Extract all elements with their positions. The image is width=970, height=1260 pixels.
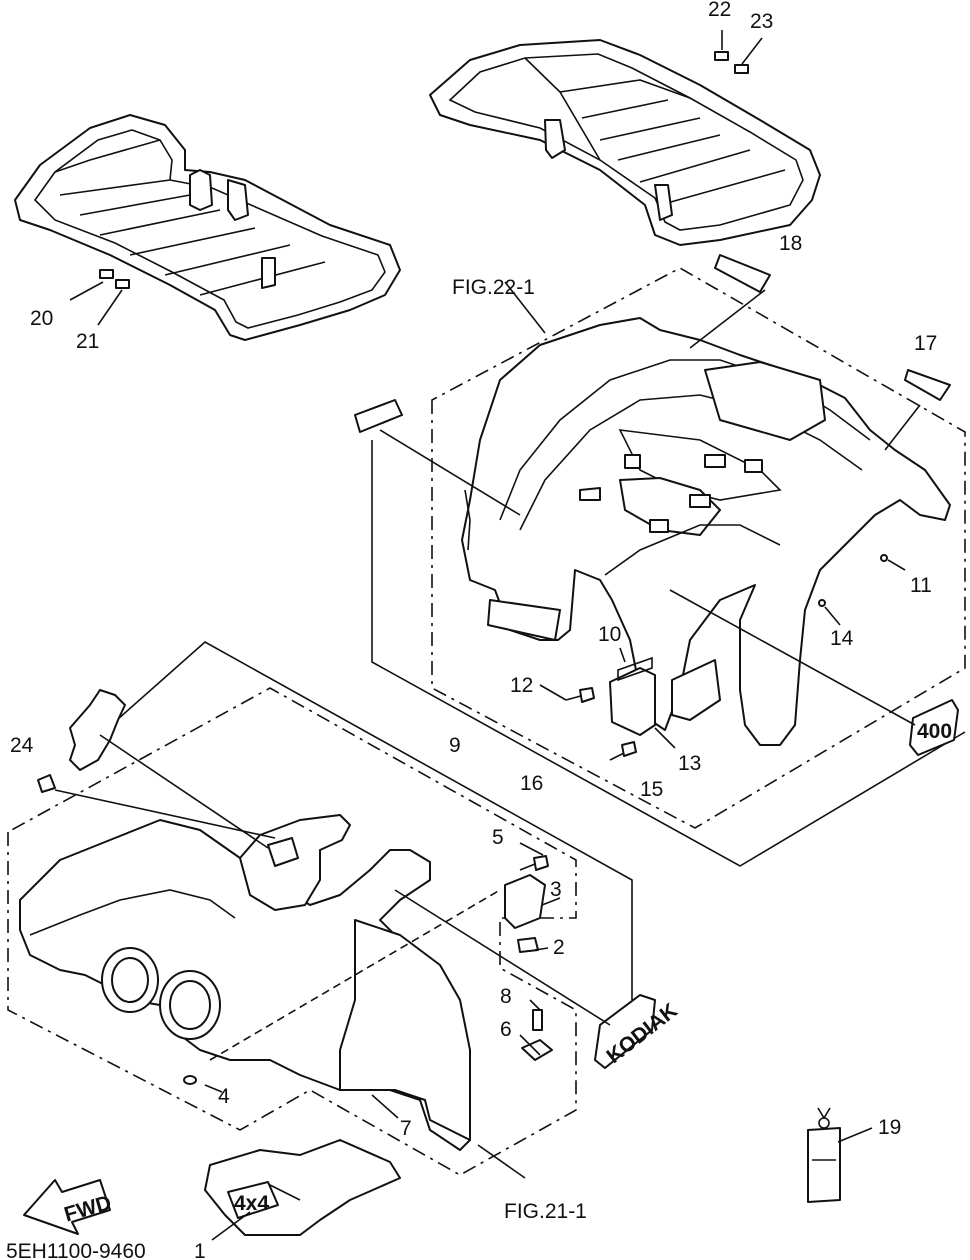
- callout-3: 3: [550, 878, 562, 901]
- callout-17: 17: [914, 332, 937, 355]
- fwd-arrow: FWD: [23, 1179, 114, 1235]
- callout-21: 21: [76, 330, 99, 353]
- callout-24: 24: [10, 734, 34, 757]
- callout-14: 14: [830, 627, 854, 650]
- part-19-tag: [807, 1107, 873, 1203]
- callout-15: 15: [640, 778, 663, 801]
- callout-2: 2: [553, 936, 565, 959]
- callout-18: 18: [779, 232, 802, 255]
- fig-ref-rear-fender: FIG.22-1: [452, 276, 535, 299]
- front-fender-group: KODIAK: [7, 641, 682, 1176]
- callout-23: 23: [750, 10, 773, 33]
- callout-6: 6: [500, 1018, 512, 1041]
- emblem-400: 400: [909, 699, 959, 756]
- callout-4: 4: [218, 1085, 230, 1108]
- part-13-plate: [609, 667, 656, 736]
- part-18-decal: [714, 254, 771, 293]
- part-10-bracket: [617, 656, 653, 682]
- callout-12: 12: [510, 674, 533, 697]
- part-23-label: [734, 64, 749, 74]
- rear-fender-group: 400: [354, 254, 966, 867]
- callout-20: 20: [30, 307, 53, 330]
- part-20-label: [99, 269, 114, 279]
- callout-16: 16: [520, 772, 543, 795]
- emblem-kodiak: KODIAK: [594, 994, 682, 1069]
- callout-7: 7: [400, 1117, 412, 1140]
- rear-carrier-rack: [429, 39, 821, 246]
- callout-10: 10: [598, 623, 621, 646]
- front-panel-part-1: 4x4: [204, 1139, 401, 1241]
- part-17-decal: [904, 369, 951, 401]
- front-carrier-rack: [14, 114, 401, 341]
- callout-8: 8: [500, 985, 512, 1008]
- callout-1: 1: [194, 1240, 206, 1260]
- callout-19: 19: [878, 1116, 901, 1139]
- part-24-clip: [37, 774, 56, 793]
- part-6-plate: [521, 1039, 553, 1061]
- emblem-4x4-text: 4x4: [234, 1192, 269, 1215]
- callout-9: 9: [449, 734, 461, 757]
- part-front-decal: [69, 689, 126, 771]
- fig-ref-front-fender: FIG.21-1: [504, 1200, 587, 1223]
- part-3-plate: [504, 874, 546, 929]
- part-22-label: [714, 51, 729, 61]
- callout-11: 11: [910, 574, 932, 597]
- callout-13: 13: [678, 752, 701, 775]
- part-code: 5EH1100-9460: [6, 1240, 146, 1260]
- emblem-400-text: 400: [917, 720, 952, 743]
- part-21-label: [115, 279, 130, 289]
- part-decal-left: [354, 399, 403, 433]
- callout-5: 5: [492, 826, 504, 849]
- callout-22: 22: [708, 0, 731, 21]
